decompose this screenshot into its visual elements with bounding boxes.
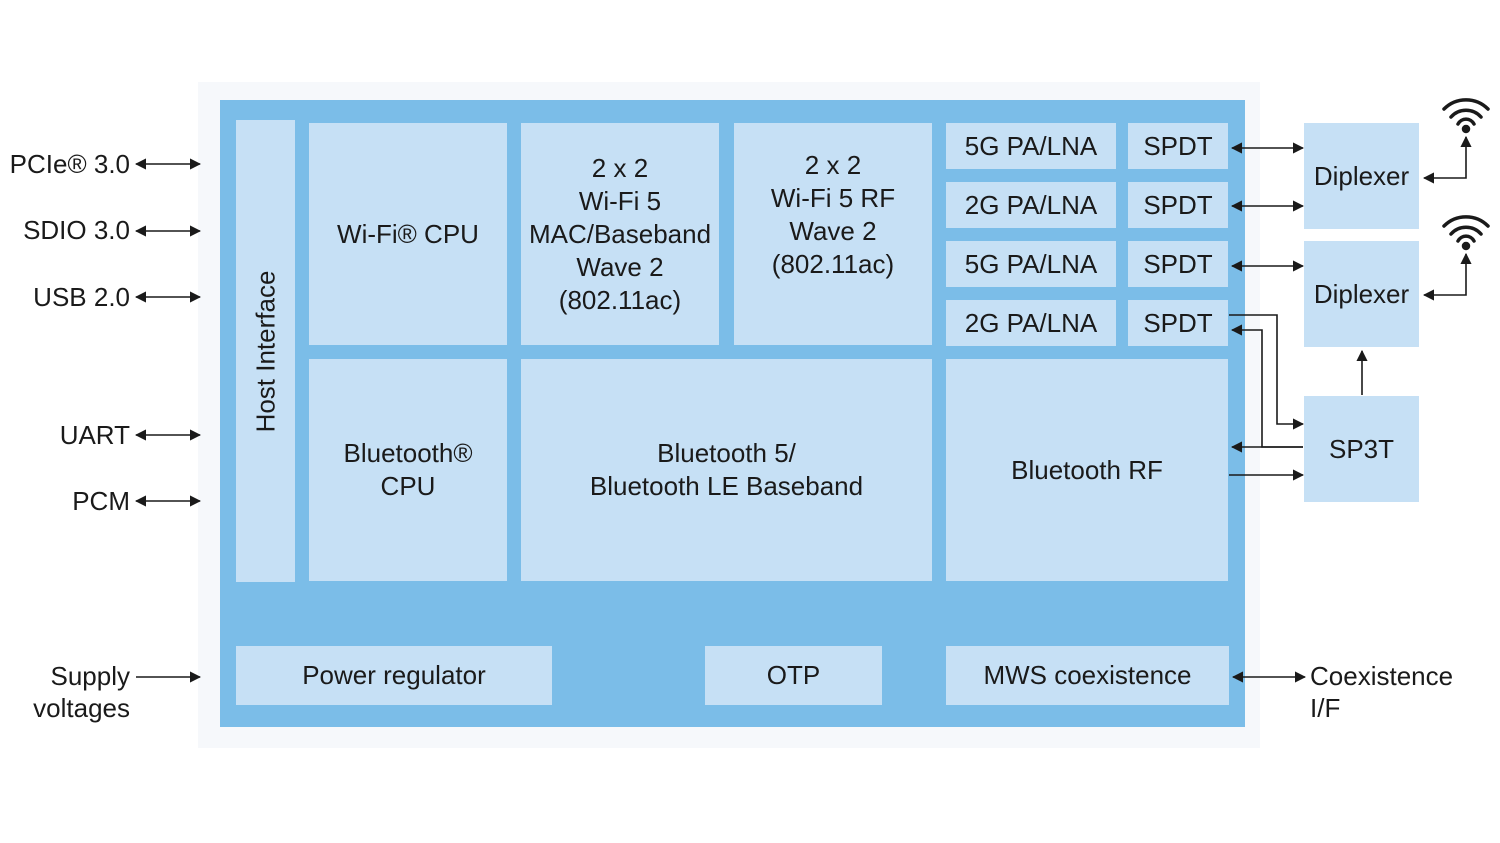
diplexer-block-1: Diplexer [1304,123,1419,229]
diplexer-label-2: Diplexer [1313,278,1410,309]
spdt-block-2: SPDT [1128,182,1228,228]
pa-lna-block-1: 5G PA/LNA [946,123,1116,169]
wifi-cpu-block: Wi-Fi® CPU [309,123,507,345]
spdt4-to-sp3t-wire [1229,314,1305,430]
pa-lna-block-3: 5G PA/LNA [946,241,1116,287]
wifi-rf-block: 2 x 2 Wi-Fi 5 RF Wave 2 (802.11ac) [734,123,932,345]
spdt-label-3: SPDT [1143,248,1213,279]
wifi-mac-baseband-label: 2 x 2 Wi-Fi 5 MAC/Baseband Wave 2 (802.1… [528,152,712,315]
diplexer2-antenna-wire [1422,252,1472,301]
spdt-label-2: SPDT [1143,189,1213,220]
mws-coexistence-label: MWS coexistence [983,660,1192,690]
bluetooth-cpu-block: Bluetooth® CPU [309,359,507,581]
host-interface-block: Host Interface [236,120,295,582]
pa-lna-label-2: 2G PA/LNA [964,189,1098,220]
uart-label: UART [59,420,130,450]
bluetooth-rf-label: Bluetooth RF [1011,454,1163,485]
bluetooth-baseband-block: Bluetooth 5/ Bluetooth LE Baseband [521,359,932,581]
sp3t-block: SP3T [1304,396,1419,502]
antenna-icon-2 [1442,215,1490,251]
sp3t-label: SP3T [1328,433,1395,464]
pa-lna-block-4: 2G PA/LNA [946,300,1116,346]
power-regulator-label: Power regulator [302,660,486,690]
usb-label: USB 2.0 [33,282,130,312]
wifi-mac-baseband-block: 2 x 2 Wi-Fi 5 MAC/Baseband Wave 2 (802.1… [521,123,719,345]
bluetooth-rf-block: Bluetooth RF [946,359,1228,581]
pa-lna-block-2: 2G PA/LNA [946,182,1116,228]
pa-lna-label-3: 5G PA/LNA [964,248,1098,279]
spdt-block-1: SPDT [1128,123,1228,169]
pa-lna-label-4: 2G PA/LNA [964,307,1098,338]
spdt-label-1: SPDT [1143,130,1213,161]
power-regulator-block: Power regulator [236,646,552,705]
supply-voltages-label: Supply voltages [33,661,130,723]
pa-lna-label-1: 5G PA/LNA [964,130,1098,161]
bluetooth-cpu-label: Bluetooth® CPU [343,438,473,501]
wifi-rf-label: 2 x 2 Wi-Fi 5 RF Wave 2 (802.11ac) [770,150,896,279]
diplexer-label-1: Diplexer [1313,160,1410,191]
mws-coexistence-block: MWS coexistence [946,646,1229,705]
otp-block: OTP [705,646,882,705]
antenna-icon-1 [1442,98,1490,134]
sp3t-to-spdt4-wire [1230,324,1303,448]
pcm-label: PCM [72,486,130,516]
diplexer1-antenna-wire [1422,135,1472,184]
sdio-label: SDIO 3.0 [23,215,130,245]
otp-label: OTP [766,660,821,690]
spdt-block-3: SPDT [1128,241,1228,287]
bluetooth-baseband-label: Bluetooth 5/ Bluetooth LE Baseband [589,438,864,501]
coexistence-if-label: Coexistence I/F [1310,661,1454,723]
wifi-cpu-label: Wi-Fi® CPU [337,218,479,249]
spdt-label-4: SPDT [1143,307,1213,338]
spdt-block-4: SPDT [1128,300,1228,346]
pcie-label: PCIe® 3.0 [9,149,130,179]
diplexer-block-2: Diplexer [1304,241,1419,347]
